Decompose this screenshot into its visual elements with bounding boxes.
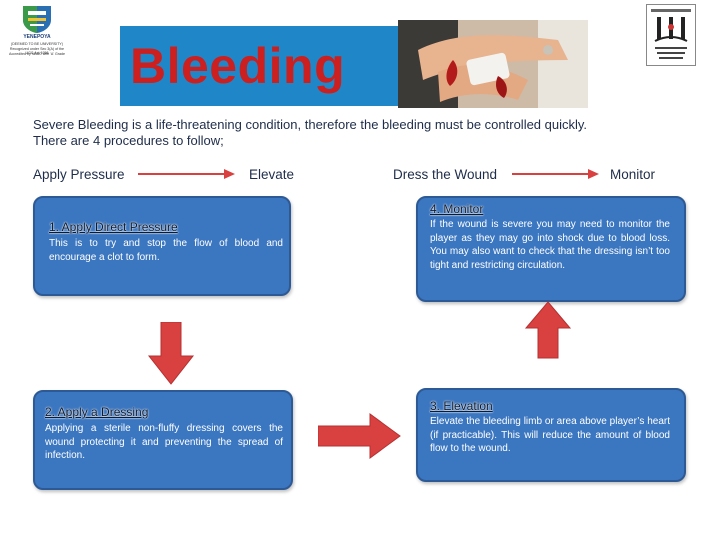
logo-line-3: Recognized under Sec 3(A) of the UGC Act… [9, 47, 65, 56]
arrow-right-icon [318, 413, 401, 459]
step-dress-wound: Dress the Wound [393, 167, 498, 182]
logo-name: YENEPOYA [23, 34, 51, 40]
college-logo [646, 4, 696, 66]
card-dressing: 2. Apply a Dressing Applying a sterile n… [33, 390, 293, 490]
step-apply-pressure: Apply Pressure [33, 167, 125, 182]
arrow-right-icon [138, 169, 235, 179]
intro-text: Severe Bleeding is a life-threatening co… [33, 117, 693, 149]
bandage-arm-image [398, 20, 588, 108]
college-seal-icon [651, 9, 691, 59]
intro-line-2: There are 4 procedures to follow; [33, 133, 224, 148]
card-heading: 2. Apply a Dressing [45, 405, 149, 419]
card-apply-pressure: 1. Apply Direct Pressure This is to try … [33, 196, 291, 296]
arrow-up-icon [524, 301, 572, 359]
card-body: Elevate the bleeding limb or area above … [430, 416, 670, 454]
card-heading: 4. Monitor [430, 202, 484, 216]
banner-photo [398, 20, 588, 108]
logo-line-2: (DEEMED TO BE UNIVERSITY) [11, 42, 63, 46]
arrow-right-icon [512, 169, 599, 179]
shield-icon [23, 6, 51, 33]
logo-line-4: Accredited by NAAC with 'A' Grade [9, 52, 65, 56]
card-heading: 1. Apply Direct Pressure [49, 220, 178, 234]
card-body: If the wound is severe you may need to m… [430, 219, 670, 271]
university-logo: YENEPOYA (DEEMED TO BE UNIVERSITY) Recog… [6, 4, 68, 64]
card-heading: 3. Elevation [430, 399, 493, 413]
card-monitor: 4. Monitor If the wound is severe you ma… [416, 196, 686, 302]
card-elevation: 3. Elevation Elevate the bleeding limb o… [416, 388, 686, 482]
arrow-down-icon [147, 322, 195, 385]
title-banner [120, 26, 400, 106]
step-elevate: Elevate [249, 167, 295, 182]
card-body: This is to try and stop the flow of bloo… [49, 238, 283, 263]
step-monitor: Monitor [610, 167, 656, 182]
card-body: Applying a sterile non-fluffy dressing c… [45, 423, 283, 461]
page-title: Bleeding [130, 38, 346, 94]
intro-line-1: Severe Bleeding is a life-threatening co… [33, 117, 588, 132]
